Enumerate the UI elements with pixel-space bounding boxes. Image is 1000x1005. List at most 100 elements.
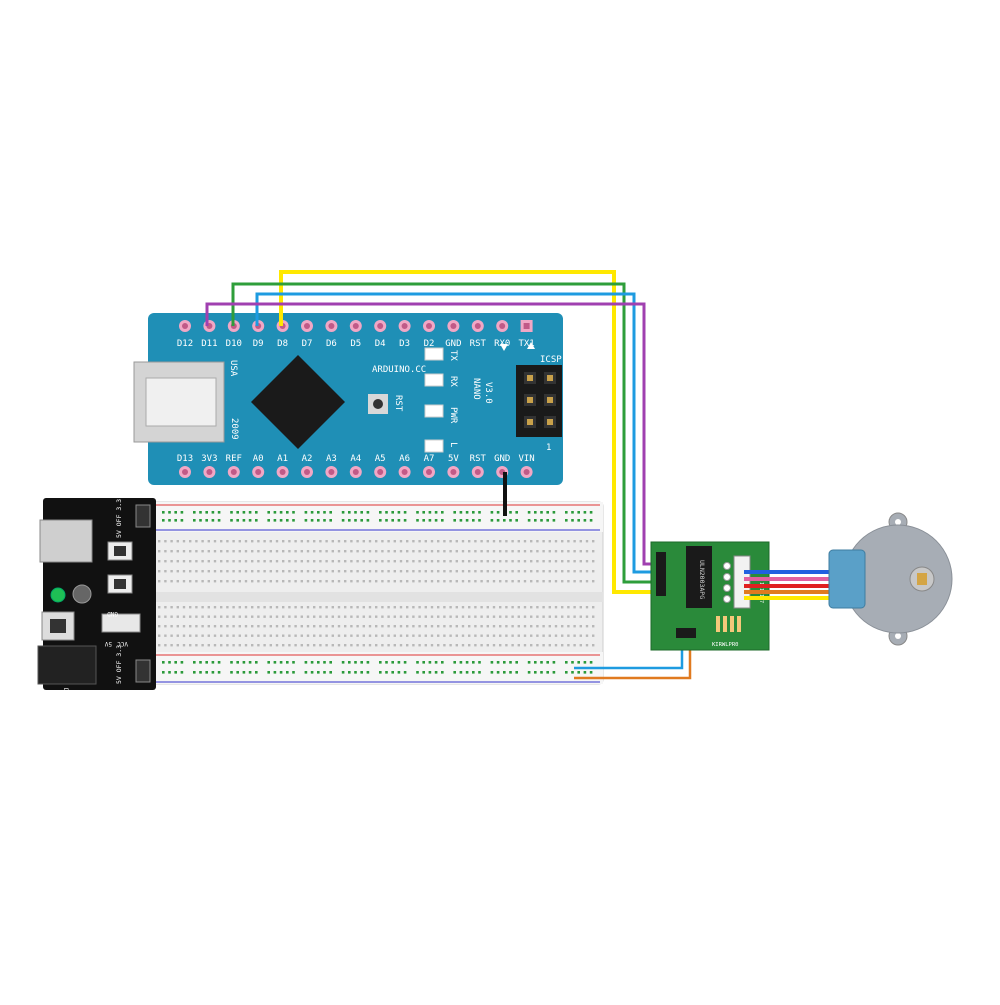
terminal-hole (455, 570, 458, 573)
terminal-hole (275, 615, 279, 618)
rail-hole (310, 661, 314, 664)
rail-hole (366, 511, 370, 514)
terminal-hole (548, 570, 551, 573)
rail-hole (205, 519, 208, 522)
terminal-hole (455, 540, 458, 543)
rail-hole (391, 671, 394, 674)
wires (205, 270, 692, 680)
terminal-hole (158, 644, 161, 647)
tx-arrow-up (527, 342, 535, 349)
motor-mount-bottom-hole (895, 633, 901, 639)
uln2003-chip (686, 546, 712, 608)
terminal-hole (158, 634, 161, 637)
terminal-hole (220, 606, 223, 609)
rail-hole (292, 511, 295, 514)
power-led (50, 587, 66, 603)
terminal-hole (362, 625, 365, 628)
rail-hole (416, 661, 419, 664)
terminal-hole (548, 625, 551, 628)
terminal-hole (480, 580, 483, 583)
terminal-hole (269, 615, 272, 618)
terminal-hole (399, 580, 403, 583)
rail-hole (211, 519, 215, 522)
terminal-hole (573, 634, 576, 637)
terminal-hole (548, 550, 551, 553)
terminal-hole (195, 570, 198, 573)
terminal-hole (263, 634, 266, 637)
terminal-hole (573, 644, 576, 647)
terminal-hole (294, 560, 297, 563)
terminal-hole (251, 580, 254, 583)
terminal-hole (381, 560, 384, 563)
rail-hole (397, 661, 401, 664)
rail-hole (236, 519, 239, 522)
terminal-hole (294, 550, 297, 553)
terminal-hole (226, 580, 229, 583)
rail-hole (379, 511, 382, 514)
reset-button-cap[interactable] (373, 399, 383, 409)
rail-hole (341, 511, 345, 514)
rail-hole (279, 511, 283, 514)
motor-connector (733, 555, 751, 609)
terminal-hole (443, 540, 446, 543)
terminal-hole (517, 644, 520, 647)
rail-hole (465, 661, 469, 664)
terminal-hole (387, 550, 390, 553)
terminal-hole (325, 580, 328, 583)
terminal-hole (449, 570, 452, 573)
rail-hole (168, 519, 171, 522)
terminal-hole (561, 560, 564, 563)
terminal-hole (170, 644, 173, 647)
terminal-hole (443, 615, 446, 618)
terminal-hole (455, 615, 458, 618)
terminal-hole (505, 615, 508, 618)
top-pin-label: D8 (277, 339, 288, 349)
terminal-hole (213, 625, 217, 628)
terminal-hole (592, 570, 595, 573)
rail-hole (273, 671, 277, 674)
terminal-hole (244, 644, 248, 647)
terminal-hole (313, 580, 316, 583)
rail-hole (211, 511, 215, 514)
rail-hole (515, 519, 518, 522)
terminal-hole (232, 625, 235, 628)
rail-hole (403, 661, 407, 664)
top-pin-hole (182, 323, 188, 329)
terminal-hole (294, 580, 297, 583)
power-switch (50, 619, 66, 633)
terminal-hole (201, 550, 204, 553)
terminal-hole (567, 550, 570, 553)
terminal-hole (542, 634, 545, 637)
vcc-label: VCC (117, 640, 128, 647)
rail-hole (509, 671, 512, 674)
terminal-hole (573, 550, 576, 553)
rail-hole (348, 519, 351, 522)
terminal-hole (189, 615, 192, 618)
rail-hole (323, 519, 326, 522)
terminal-hole (511, 615, 514, 618)
terminal-hole (182, 644, 186, 647)
rail-hole (174, 661, 177, 664)
terminal-hole (325, 550, 328, 553)
terminal-hole (238, 634, 241, 637)
rail-hole (441, 519, 444, 522)
terminal-hole (523, 570, 527, 573)
regulator-top-chip (114, 546, 126, 556)
terminal-hole (406, 606, 409, 609)
terminal-hole (319, 644, 322, 647)
terminal-hole (375, 550, 378, 553)
terminal-hole (387, 644, 390, 647)
terminal-hole (592, 540, 595, 543)
dc-jack (37, 645, 97, 685)
gnd-label: GND (107, 610, 118, 617)
terminal-hole (220, 615, 223, 618)
rail-hole (565, 519, 568, 522)
terminal-hole (288, 634, 291, 637)
terminal-hole (337, 570, 341, 573)
terminal-hole (282, 615, 285, 618)
terminal-hole (170, 540, 173, 543)
bottom-pin-label: 3V3 (201, 454, 217, 464)
status-led-label: L (448, 442, 458, 447)
rail-hole (397, 671, 401, 674)
rail-hole (496, 671, 500, 674)
